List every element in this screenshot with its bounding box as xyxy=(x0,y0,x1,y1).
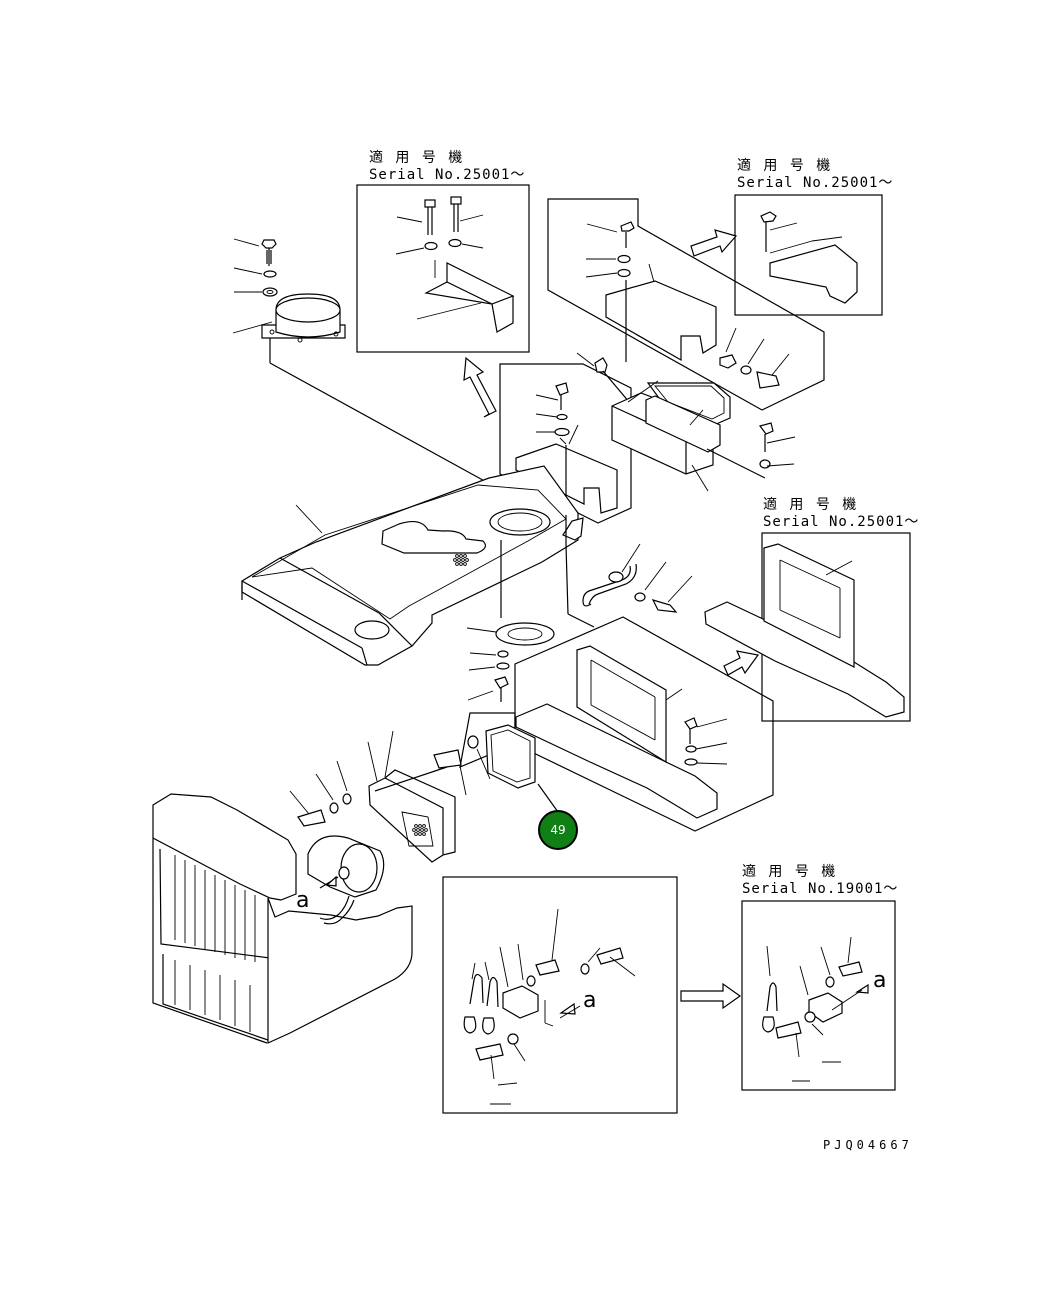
serial-note-3-heading: 適 用 号 機 xyxy=(763,497,859,513)
inset1-parts xyxy=(395,196,515,333)
cooler-assembly xyxy=(152,793,413,1044)
panel-plates xyxy=(289,730,456,863)
outline-top-plate-group xyxy=(499,363,632,524)
serial-note-1-heading: 適 用 号 機 xyxy=(369,150,465,166)
filter-plate xyxy=(433,724,559,813)
cover-group-parts xyxy=(576,221,796,492)
outline-cover-group xyxy=(547,198,825,411)
flange-ring xyxy=(466,622,555,702)
round-cap xyxy=(261,293,491,485)
arrow-to-inset-3 xyxy=(723,650,760,676)
arrow-to-inset-2 xyxy=(690,229,738,257)
j-hook xyxy=(582,543,693,613)
serial-note-1-serial: Serial No.25001～ xyxy=(369,167,526,183)
serial-note-2-serial: Serial No.25001～ xyxy=(737,175,894,191)
inset5-parts xyxy=(762,936,869,1082)
serial-note-4-heading: 適 用 号 機 xyxy=(742,864,838,880)
callout-49[interactable]: 49 xyxy=(538,810,578,850)
figure-code: PJQ04667 xyxy=(823,1138,913,1152)
top-plate-group-parts xyxy=(515,382,618,514)
inset2-parts xyxy=(760,211,858,304)
inset-box-top-right xyxy=(734,194,883,316)
bolt-stack-left xyxy=(232,238,278,334)
arrow-to-inset-4 xyxy=(680,982,742,1010)
serial-note-4-serial: Serial No.19001～ xyxy=(742,881,899,897)
view-marker-a-cooler: a xyxy=(296,888,310,913)
inset-box-bottom-right xyxy=(741,900,896,1091)
main-floor-plate xyxy=(241,465,595,666)
view-marker-a-inset5: a xyxy=(873,968,887,993)
inset-box-top-center xyxy=(356,184,530,353)
serial-note-3-serial: Serial No.25001～ xyxy=(763,514,920,530)
view-marker-a-inset4: a xyxy=(583,988,597,1013)
bracket-main xyxy=(515,645,728,819)
inset3-parts xyxy=(704,543,905,718)
serial-note-2-heading: 適 用 号 機 xyxy=(737,158,833,174)
arrow-to-inset-1 xyxy=(463,356,497,418)
inset-box-bottom-center xyxy=(442,876,678,1114)
inset4-parts xyxy=(463,908,636,1105)
